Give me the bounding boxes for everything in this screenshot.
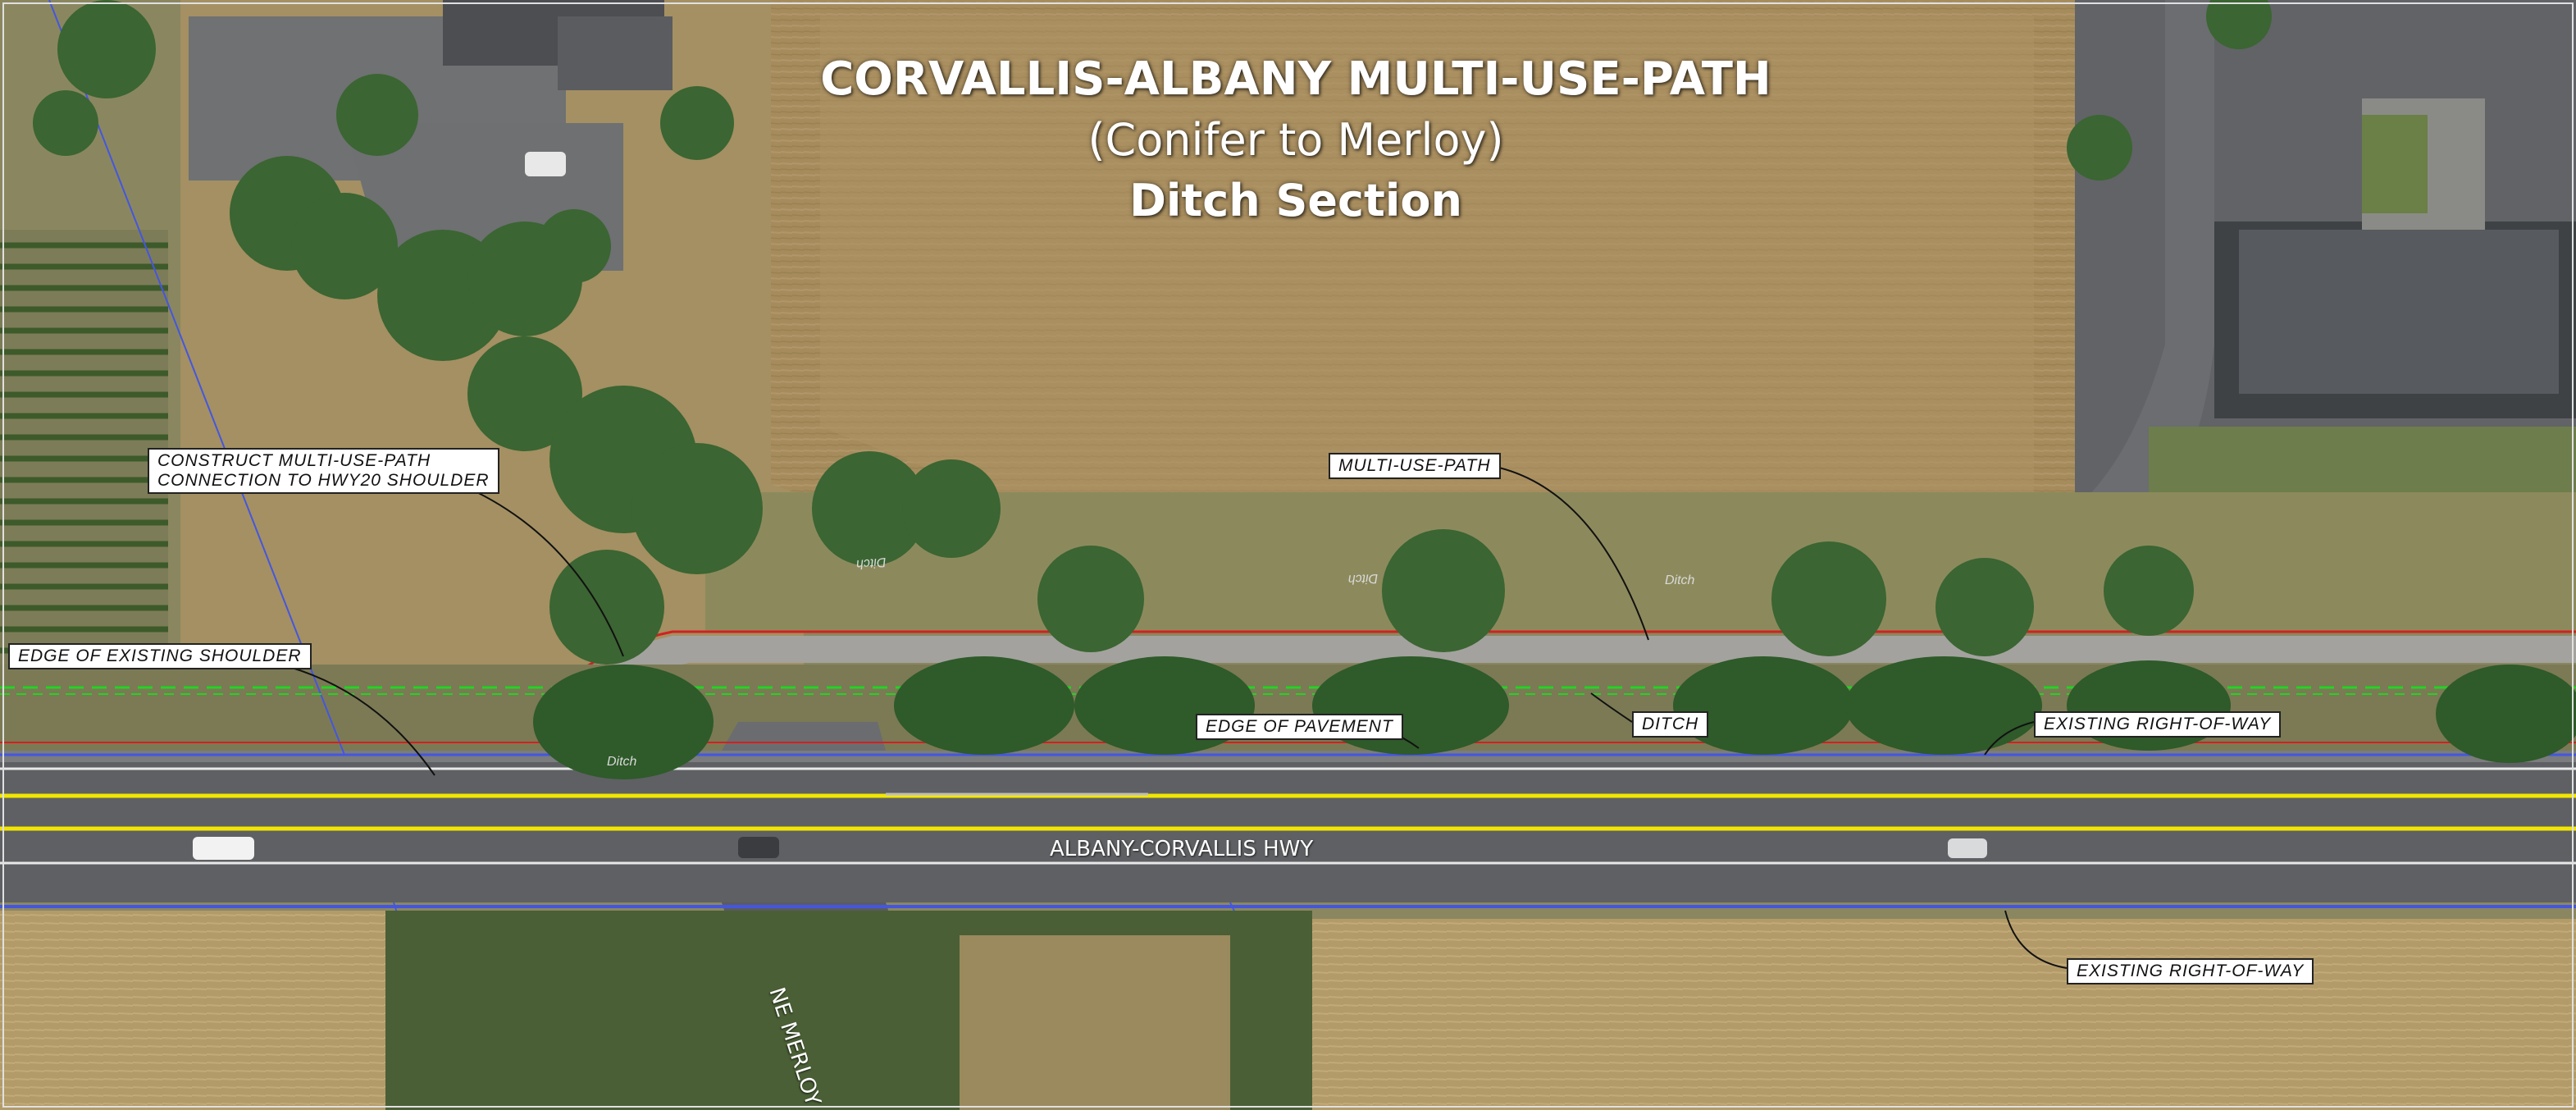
car-3 bbox=[1948, 838, 1987, 858]
leader-row-south bbox=[2004, 910, 2068, 969]
leader-ditch bbox=[1590, 692, 1633, 723]
merloy-north bbox=[722, 722, 886, 751]
leader-row-north bbox=[1984, 721, 2035, 756]
sw-yard bbox=[960, 935, 1230, 1110]
east-building-roof bbox=[2239, 230, 2559, 394]
title-project: CORVALLIS-ALBANY MULTI-USE-PATH bbox=[820, 53, 1771, 106]
title-segment: (Conifer to Merloy) bbox=[1087, 114, 1504, 166]
callout-construct-line1: CONSTRUCT MULTI-USE-PATH bbox=[157, 451, 431, 470]
sw-field bbox=[0, 911, 385, 1110]
callout-edge-pavement: EDGE OF PAVEMENT bbox=[1196, 714, 1403, 740]
car-2 bbox=[738, 837, 779, 858]
grass-buffer bbox=[705, 492, 2576, 632]
leader-construct bbox=[458, 483, 624, 657]
ditch-label-4: Ditch bbox=[607, 755, 637, 769]
callout-ditch: DITCH bbox=[1632, 711, 1709, 738]
highway-shoulder bbox=[0, 751, 2576, 762]
tree-group bbox=[33, 0, 2272, 665]
tree-row-ditch bbox=[533, 656, 2576, 779]
leader-mup bbox=[1475, 463, 1649, 641]
ditch-label-1: Ditch bbox=[855, 555, 887, 571]
multi-use-path bbox=[484, 636, 2576, 767]
callout-row-south: EXISTING RIGHT-OF-WAY bbox=[2067, 958, 2314, 984]
callout-multi-use-path: MULTI-USE-PATH bbox=[1329, 453, 1501, 479]
car-4 bbox=[525, 152, 566, 176]
highway-label: ALBANY-CORVALLIS HWY bbox=[1050, 837, 1314, 861]
field-patch bbox=[820, 16, 2034, 509]
nw-building-b bbox=[558, 16, 672, 90]
callout-edge-shoulder: EDGE OF EXISTING SHOULDER bbox=[8, 643, 312, 669]
car-1 bbox=[193, 837, 254, 860]
vineyard bbox=[0, 230, 168, 722]
title-section: Ditch Section bbox=[1129, 175, 1462, 226]
ditch-label-3: Ditch bbox=[1665, 573, 1695, 587]
callout-construct-line2: CONNECTION TO HWY20 SHOULDER bbox=[157, 471, 490, 490]
east-lawn-b bbox=[2362, 115, 2428, 213]
se-field bbox=[1312, 919, 2576, 1110]
ditch-label-2: Ditch bbox=[1347, 571, 1378, 586]
callout-row-north: EXISTING RIGHT-OF-WAY bbox=[2034, 711, 2282, 738]
sheet-title: CORVALLIS-ALBANY MULTI-USE-PATH (Conifer… bbox=[820, 49, 1771, 231]
row-line-diag bbox=[48, 0, 345, 756]
callout-construct-path: CONSTRUCT MULTI-USE-PATH CONNECTION TO H… bbox=[148, 448, 499, 494]
